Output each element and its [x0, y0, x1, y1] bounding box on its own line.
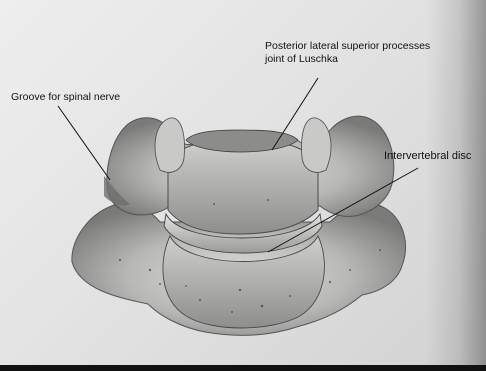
right-uncinate-process	[302, 118, 331, 172]
label-posterior-line1: Posterior lateral superior processes	[265, 40, 430, 53]
left-uncinate-process	[155, 118, 184, 172]
label-posterior-line2: joint of Luschka	[265, 53, 430, 66]
leader-line-groove	[58, 106, 110, 180]
label-posterior-lateral-superior-processes: Posterior lateral superior processes joi…	[265, 40, 430, 66]
vertebral-body	[168, 140, 318, 234]
label-intervertebral-disc: Intervertebral disc	[384, 150, 471, 163]
scan-edge	[0, 365, 486, 371]
label-groove-for-spinal-nerve: Groove for spinal nerve	[11, 91, 120, 104]
